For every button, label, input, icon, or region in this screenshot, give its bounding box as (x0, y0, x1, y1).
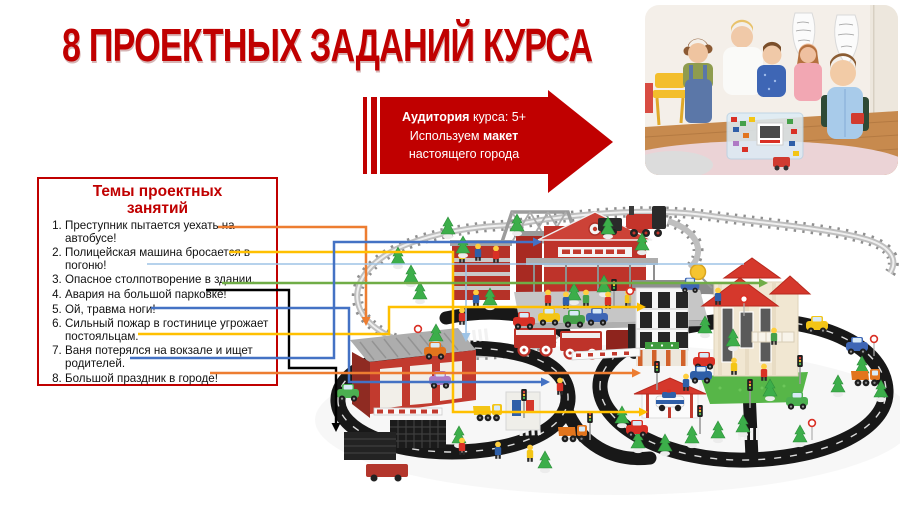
children-photo (645, 5, 898, 175)
striped-arrow-shape (363, 90, 613, 193)
callout-line2: Используем макет настоящего города (382, 127, 546, 164)
slide-title: 8 ПРОЕКТНЫХ ЗАДАНИЙ КУРСА (62, 19, 593, 71)
boy-center-figure (757, 41, 786, 97)
girl-left-figure (683, 38, 713, 123)
topic-item-3: Опасное столпотворение в здании. (65, 274, 272, 287)
topics-list: Преступник пытается уехать на автобусе! … (39, 219, 276, 386)
police-car (655, 389, 685, 412)
topics-box: Темы проектных занятий Преступник пытает… (37, 177, 278, 386)
callout-line1-rest: курса: 5+ (469, 110, 527, 124)
hotel-building (632, 280, 692, 366)
girl-right-figure (794, 43, 822, 101)
topics-box-title: Темы проектных занятий (92, 183, 223, 217)
boy-front-figure (821, 53, 869, 139)
audience-callout-arrow: Аудитория курса: 5+ Используем макет нас… (360, 85, 620, 200)
topic-item-5: Ой, травма ноги! (65, 303, 272, 317)
topic-item-7: Ваня потерялся на вокзале и ищет родител… (65, 344, 272, 370)
vehicles (337, 277, 880, 443)
yellow-chair (645, 73, 687, 126)
topic-item-4: Авария на большой парковке! (65, 288, 272, 302)
topic-item-8: Большой праздник в городе! (65, 372, 272, 386)
callout-line2-bold: макет (483, 128, 519, 143)
topic-item-1: Преступник пытается уехать на автобусе! (65, 219, 272, 245)
callout-line2-pre: Используем (409, 128, 483, 143)
audience-callout-text: Аудитория курса: 5+ Используем макет нас… (382, 108, 546, 164)
blocks-box (726, 112, 804, 160)
callout-line2-rest: настоящего города (408, 147, 520, 161)
topic-item-6: Сильный пожар в гостинице угрожает посто… (65, 317, 272, 343)
toy-truck (773, 157, 790, 171)
callout-line1-bold: Аудитория (401, 110, 470, 124)
topic-item-2: Полицейская машина бросается в погоню! (65, 246, 272, 272)
teacher-figure (723, 19, 763, 95)
satellite-dish (689, 263, 707, 281)
callout-line1: Аудитория курса: 5+ (382, 108, 546, 127)
